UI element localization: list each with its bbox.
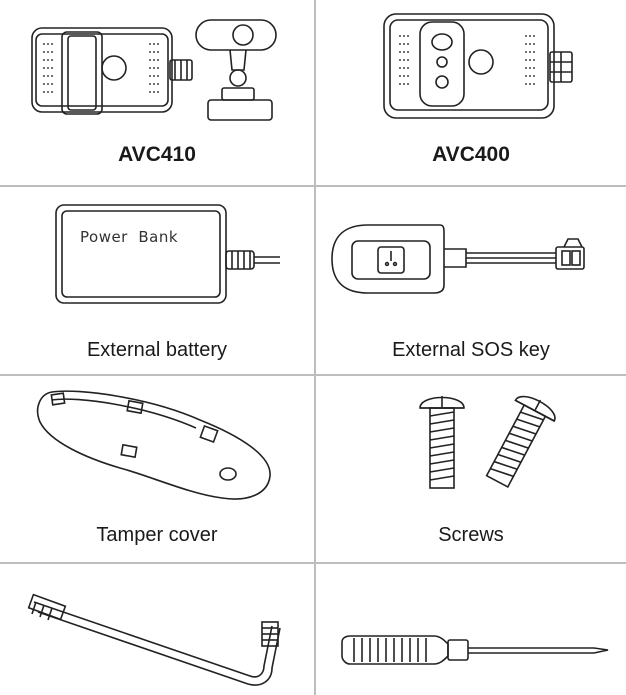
item-external-sos-key: External SOS key: [316, 187, 626, 374]
power-bank-text: Power Bank: [80, 228, 178, 246]
grid-divider-row-2: [0, 374, 626, 376]
item-label: External battery: [86, 339, 228, 361]
item-screws: Screws: [316, 376, 626, 562]
item-avc410: AVC410: [0, 0, 314, 185]
sos-key-icon: [331, 224, 585, 294]
item-avc400: AVC400: [316, 0, 626, 185]
item-label: External SOS key: [392, 339, 550, 361]
item-external-battery: Power Bank External battery: [0, 187, 314, 374]
item-label: AVC410: [118, 143, 196, 166]
item-label: AVC400: [432, 143, 510, 166]
grid-divider-row-3: [0, 562, 626, 564]
grid-divider-vertical: [314, 0, 316, 695]
grid-divider-row-1: [0, 185, 626, 187]
avc400-camera-icon: [383, 13, 573, 119]
avc410-camera-icon: [31, 19, 277, 121]
item-hex-key: [0, 564, 314, 695]
power-bank-icon: Power Bank: [55, 204, 280, 304]
screws-icon: [419, 395, 556, 489]
tamper-cover-icon: [36, 390, 271, 500]
item-screwdriver: [316, 564, 626, 695]
item-label: Screws: [438, 524, 504, 546]
hex-key-icon: [27, 593, 281, 686]
item-label: Tamper cover: [96, 524, 218, 546]
item-tamper-cover: Tamper cover: [0, 376, 314, 562]
screwdriver-icon: [341, 635, 609, 665]
